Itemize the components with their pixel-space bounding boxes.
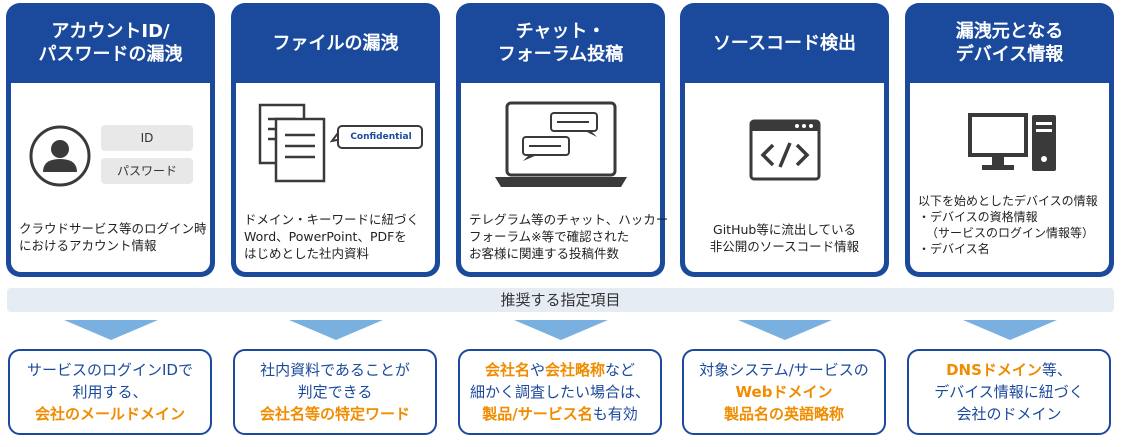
plain-text: サービスのログインIDで bbox=[27, 361, 193, 379]
plain-text: デバイス情報に紐づく bbox=[934, 383, 1084, 401]
card-title: 漏洩元となる デバイス情報 bbox=[955, 21, 1064, 65]
highlight-text: 製品名の英語略称 bbox=[723, 405, 844, 423]
card-body: GitHub等に流出している 非公開のソースコード情報 bbox=[685, 83, 884, 272]
desktop-computer-icon bbox=[968, 113, 1056, 171]
recommendation-line: 会社名や会社略称など bbox=[460, 359, 660, 381]
confidential-label: Confidential bbox=[350, 132, 412, 142]
recommendation-line: 会社のメールドメイン bbox=[10, 403, 210, 425]
recommendation-line: 対象システム/サービスの bbox=[684, 359, 884, 381]
card-title: ソースコード検出 bbox=[712, 32, 857, 54]
plain-text: 等、 bbox=[1041, 361, 1072, 379]
card-body: ID パスワード クラウドサービス等のログイン時 におけるアカウント情報 bbox=[11, 83, 210, 272]
recommendation-line: 社内資料であることが bbox=[235, 359, 435, 381]
recommended-items-band: 推奨する指定項目 bbox=[7, 288, 1114, 312]
card-title: ファイルの漏洩 bbox=[272, 32, 399, 54]
recommendation-line: 製品/サービス名も有効 bbox=[460, 403, 660, 425]
recommendation-box: サービスのログインIDで利用する、会社のメールドメイン bbox=[8, 349, 212, 435]
card-body: Confidential ドメイン・キーワードに紐づく Word、PowerPo… bbox=[236, 83, 435, 272]
card-description: 以下を始めとしたデバイスの情報 ・デバイスの資格情報 （サービスのログイン情報等… bbox=[918, 194, 1098, 256]
user-avatar-icon bbox=[29, 125, 91, 187]
plain-text: 判定できる bbox=[297, 383, 373, 401]
category-card-device: 漏洩元となる デバイス情報 以下を始めとしたデバイスの情報 ・デバイスの資格情報… bbox=[905, 3, 1114, 277]
plain-text: や bbox=[529, 361, 545, 379]
down-arrow-icon bbox=[64, 320, 158, 340]
down-arrow-icon bbox=[514, 320, 608, 340]
recommendation-line: 会社のドメイン bbox=[909, 403, 1109, 425]
highlight-text: 会社名等の特定ワード bbox=[259, 405, 410, 423]
recommendation-box: 社内資料であることが判定できる会社名等の特定ワード bbox=[233, 349, 437, 435]
plain-text: 社内資料であることが bbox=[260, 361, 410, 379]
recommendation-line: DNSドメイン等、 bbox=[909, 359, 1109, 381]
down-arrow-icon bbox=[963, 320, 1057, 340]
down-arrow-icon bbox=[289, 320, 383, 340]
category-card-source-code: ソースコード検出 GitHub等に流出している 非公開のソースコード情報 bbox=[680, 3, 889, 277]
highlight-text: 製品/サービス名 bbox=[482, 405, 593, 423]
id-pill: ID bbox=[101, 125, 193, 151]
highlight-text: DNSドメイン bbox=[946, 361, 1042, 379]
category-card-file: ファイルの漏洩 Confidential ドメイン・キーワードに紐づく Word… bbox=[231, 3, 440, 277]
documents-icon bbox=[258, 103, 423, 183]
card-title: アカウントID/ パスワードの漏洩 bbox=[38, 21, 183, 65]
recommendation-line: 利用する、 bbox=[10, 381, 210, 403]
plain-text: など bbox=[605, 361, 636, 379]
recommendation-line: 会社名等の特定ワード bbox=[235, 403, 435, 425]
card-body: 以下を始めとしたデバイスの情報 ・デバイスの資格情報 （サービスのログイン情報等… bbox=[910, 83, 1109, 272]
recommendation-box: 会社名や会社略称など細かく調査したい場合は、製品/サービス名も有効 bbox=[458, 349, 662, 435]
card-description: ドメイン・キーワードに紐づく Word、PowerPoint、PDFを はじめと… bbox=[244, 212, 420, 261]
plain-text: 利用する、 bbox=[72, 383, 148, 401]
recommendation-line: デバイス情報に紐づく bbox=[909, 381, 1109, 403]
recommendation-box: 対象システム/サービスの Webドメイン製品名の英語略称 bbox=[682, 349, 886, 435]
card-description: テレグラム等のチャット、ハッカー フォーラム※等で確認された お客様に関連する投… bbox=[469, 212, 669, 261]
down-arrow-icon bbox=[738, 320, 832, 340]
card-title: チャット・ フォーラム投稿 bbox=[497, 21, 624, 65]
recommendation-line: 細かく調査したい場合は、 bbox=[460, 381, 660, 403]
code-window-icon bbox=[749, 119, 821, 181]
recommendation-line: 判定できる bbox=[235, 381, 435, 403]
plain-text: 対象システム/サービスの bbox=[699, 361, 869, 379]
card-description: クラウドサービス等のログイン時 におけるアカウント情報 bbox=[19, 221, 207, 253]
password-pill: パスワード bbox=[101, 158, 193, 184]
laptop-chat-icon bbox=[495, 101, 627, 187]
recommendation-line: Webドメイン bbox=[684, 381, 884, 403]
card-description: GitHub等に流出している 非公開のソースコード情報 bbox=[709, 222, 860, 254]
highlight-text: Webドメイン bbox=[735, 383, 833, 401]
category-card-chat: チャット・ フォーラム投稿 テレグラム等のチャット、ハッカー フォーラム※等で確… bbox=[456, 3, 669, 277]
plain-text: 会社のドメイン bbox=[956, 405, 1062, 423]
recommendation-line: サービスのログインIDで bbox=[10, 359, 210, 381]
plain-text: も有効 bbox=[592, 405, 638, 423]
recommendation-line: 製品名の英語略称 bbox=[684, 403, 884, 425]
category-card-account: アカウントID/ パスワードの漏洩 ID パスワード クラウドサービス等のログイ… bbox=[6, 3, 215, 277]
card-body: テレグラム等のチャット、ハッカー フォーラム※等で確認された お客様に関連する投… bbox=[461, 83, 669, 272]
recommendation-box: DNSドメイン等、デバイス情報に紐づく会社のドメイン bbox=[907, 349, 1111, 435]
highlight-text: 会社のメールドメイン bbox=[34, 405, 185, 423]
highlight-text: 会社略称 bbox=[545, 361, 606, 379]
plain-text: 細かく調査したい場合は、 bbox=[469, 383, 650, 401]
highlight-text: 会社名 bbox=[484, 361, 530, 379]
